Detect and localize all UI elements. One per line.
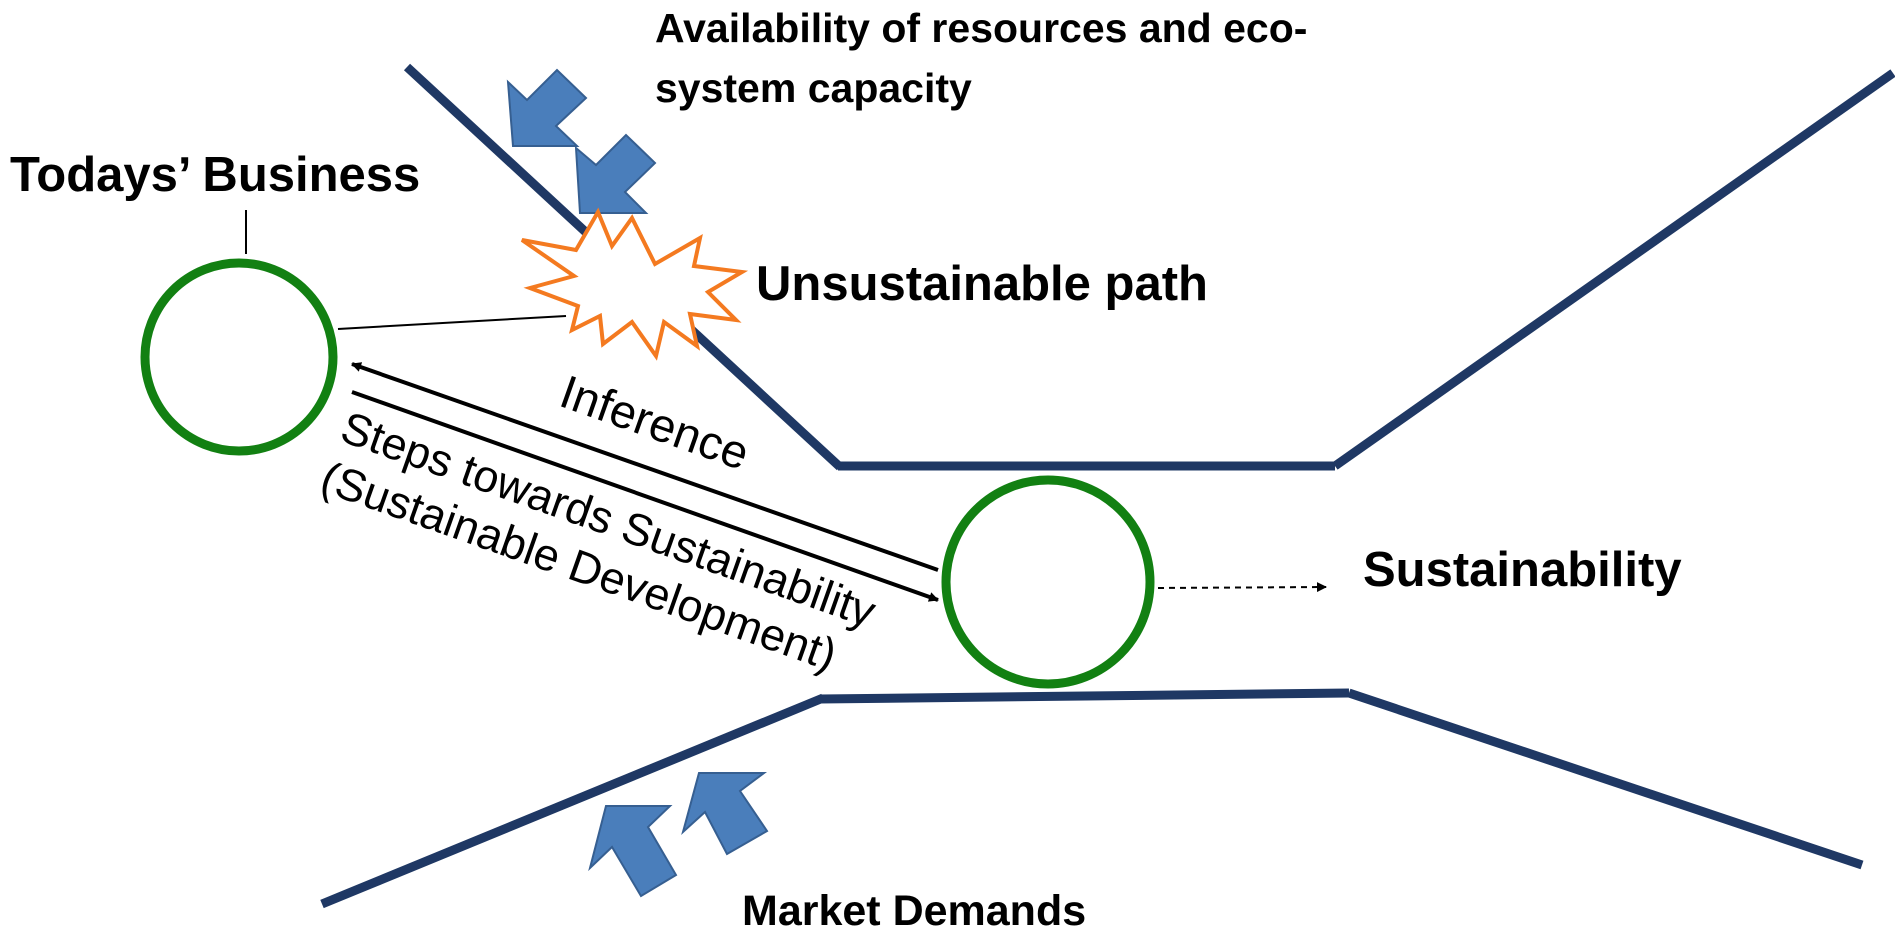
market-pressure-arrow-2-icon: [681, 772, 769, 856]
unsustainable-path-label: Unsustainable path: [756, 257, 1208, 311]
availability-label-line1: Availability of resources and eco-: [655, 5, 1307, 51]
funnel: [320, 63, 1895, 909]
funnel-lower-right-wall: [1347, 688, 1864, 870]
funnel-upper-right-wall: [1332, 69, 1895, 470]
todays-business-circle: [140, 258, 338, 456]
funnel-lower-left-wall: [320, 693, 825, 909]
todays-business-label: Todays’ Business: [10, 148, 420, 202]
market-pressure-arrow-1-icon: [588, 805, 678, 898]
sustainability-circle: [941, 475, 1155, 689]
funnel-lower-neck: [819, 688, 1350, 704]
unsustainable-path-connector-line: [337, 315, 567, 330]
steps-towards-sustainability-arrow: [351, 390, 939, 602]
market-demands-label: Market Demands: [742, 887, 1086, 933]
resource-pressure-arrow-top-2-icon: [574, 133, 657, 214]
sustainability-label: Sustainability: [1363, 543, 1682, 597]
resource-pressure-arrow-top-1-icon: [506, 68, 588, 147]
unsustainable-burst-icon: [520, 207, 749, 361]
inference-arrow: [351, 362, 939, 572]
resource-pressure-arrows: [506, 68, 657, 214]
inference-label: Inference: [554, 364, 756, 479]
sustainability-dashed-arrow: [1157, 582, 1327, 593]
availability-label-line2: system capacity: [655, 65, 972, 111]
market-pressure-arrows: [588, 772, 769, 898]
